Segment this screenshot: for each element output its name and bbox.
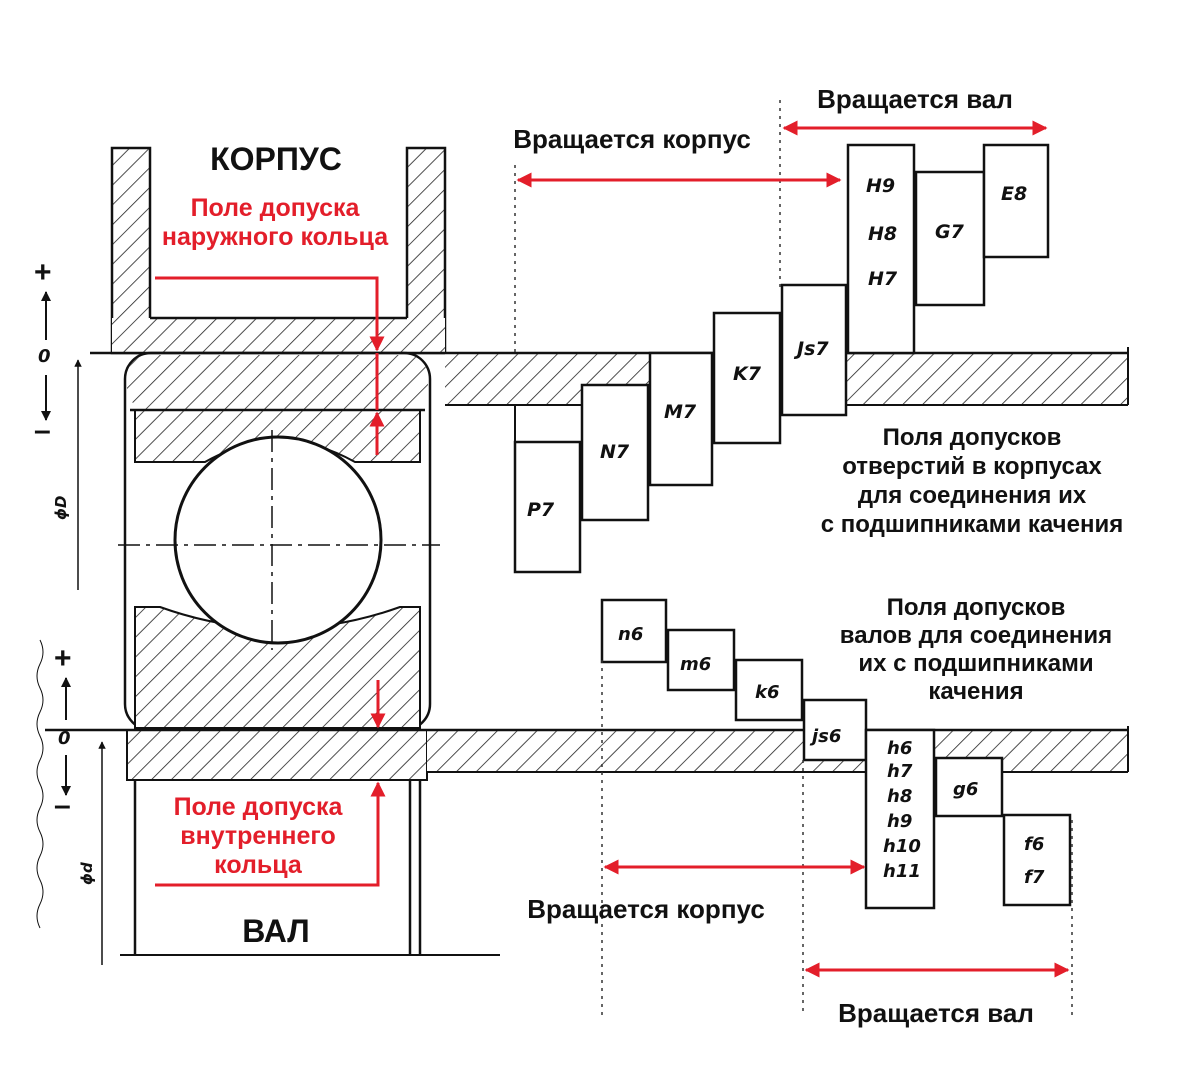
housing-field-bars [513,143,1050,574]
diameter-d: ϕd [78,862,96,885]
housing-fields-caption: Поля допусков отверстий в корпусах для с… [821,424,1123,538]
outer-scale-axis: + 0 – ϕD [34,256,82,590]
shaft-caption-line-4: качения [928,678,1023,705]
field-box-Js7 [780,283,848,417]
field-label-f6: f6 [1024,834,1044,855]
minus-sign-bottom: – [54,789,71,822]
bottom-rotation-housing-label: Вращается корпус [527,894,765,924]
plus-sign-bottom: + [54,642,72,675]
minus-sign-top: – [34,414,51,447]
field-label-H7: H7 [868,268,898,290]
field-label-M7: M7 [664,401,697,423]
field-box-g6 [934,756,1004,818]
housing-caption-line-4: с подшипниками качения [821,511,1123,538]
rotation-arrows [516,120,1070,978]
dashed-guides [514,100,1073,1015]
field-label-h8: h8 [887,786,912,807]
inner-ring-line-3: кольца [214,851,303,879]
field-label-P7: P7 [527,499,555,521]
field-label-m6: m6 [680,654,711,675]
field-label-N7: N7 [600,441,630,463]
shaft-fields-caption: Поля допусков валов для соединения их с … [840,594,1112,705]
field-box-H [846,143,916,355]
outer-ring-callout [155,276,385,455]
field-label-g6: g6 [953,779,978,800]
field-box-n6 [600,598,668,664]
outer-ring-field-label: Поле допуска наружного кольца [162,194,389,251]
field-label-h6: h6 [887,738,912,759]
field-label-Js7: Js7 [793,338,829,360]
shaft-field-labels: n6 m6 k6 js6 h6 h7 h8 h9 h10 h11 g6 f6 f… [618,624,1045,888]
field-label-K7: K7 [733,363,762,385]
field-label-js6: js6 [809,726,841,747]
field-box-m6 [666,628,736,692]
shaft-field-bars [600,598,1072,910]
field-label-h7: h7 [887,761,913,782]
field-box-K7 [712,311,782,445]
shaft-title: ВАЛ [242,913,309,949]
top-rotation-shaft-label: Вращается вал [817,84,1013,114]
shaft-caption-line-1: Поля допусков [887,594,1066,621]
inner-scale-axis: + 0 – ϕd [36,639,106,965]
field-box-k6 [734,658,804,722]
field-label-h9: h9 [887,811,912,832]
housing-field-labels: P7 N7 M7 K7 Js7 H9 H8 H7 G7 E8 [527,175,1027,521]
shaft-field-zone [45,726,1129,773]
field-box-h [864,728,936,910]
housing-caption-line-1: Поля допусков [883,424,1062,451]
shaft-caption-line-3: их с подшипниками [858,650,1093,677]
inner-ring-callout [155,680,386,887]
field-box-M7 [648,351,714,487]
outer-ring-line-2: наружного кольца [162,223,389,251]
diameter-D: ϕD [52,496,70,520]
field-label-G7: G7 [935,221,965,243]
field-label-f7: f7 [1024,867,1045,888]
field-box-N7 [580,383,650,522]
housing-title: КОРПУС [210,141,342,177]
field-box-P7 [513,440,582,574]
field-label-k6: k6 [755,682,780,703]
field-label-H8: H8 [868,223,897,245]
field-label-h10: h10 [883,836,921,857]
top-rotation-housing-label: Вращается корпус [513,124,751,154]
field-box-E8 [982,143,1050,259]
housing-caption-line-2: отверстий в корпусах [842,453,1102,480]
field-box-G7 [914,170,986,307]
field-label-n6: n6 [618,624,643,645]
field-label-H9: H9 [866,175,895,197]
housing [110,146,447,355]
bearing [118,351,440,781]
housing-caption-line-3: для соединения их [858,482,1087,509]
inner-ring-line-1: Поле допуска [174,793,344,821]
zero-bottom: 0 [58,728,71,749]
outer-ring-line-1: Поле допуска [191,194,361,222]
field-label-E8: E8 [1001,183,1027,205]
field-box-js6 [802,698,868,762]
field-label-h11: h11 [883,861,921,882]
field-box-f [1002,813,1072,907]
zero-top: 0 [38,346,51,367]
inner-ring-line-2: внутреннего [180,822,336,850]
plus-sign-top: + [34,256,52,289]
shaft-caption-line-2: валов для соединения [840,622,1112,649]
inner-ring-field-label: Поле допуска внутреннего кольца [174,793,344,879]
bottom-rotation-shaft-label: Вращается вал [838,998,1034,1028]
